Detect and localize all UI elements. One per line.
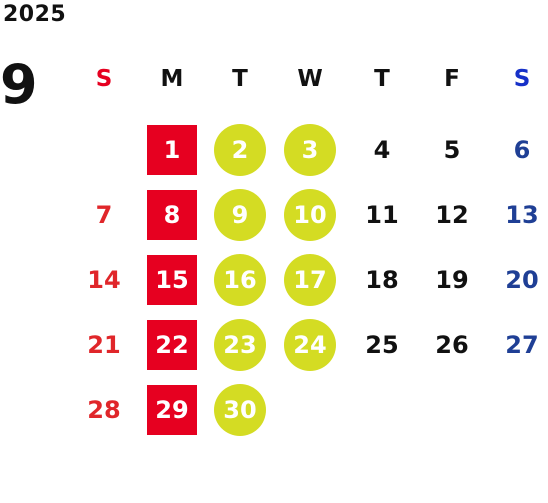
- day-cell-1[interactable]: 1: [147, 125, 197, 175]
- day-cell-21[interactable]: 21: [87, 331, 121, 359]
- day-cell-20[interactable]: 20: [505, 266, 539, 294]
- day-cell-13[interactable]: 13: [505, 201, 539, 229]
- day-cell-26[interactable]: 26: [435, 331, 469, 359]
- day-cell-30[interactable]: 30: [214, 384, 266, 436]
- month-number: 9: [0, 53, 38, 116]
- weekday-header-sat: S: [513, 66, 531, 92]
- day-cell-28[interactable]: 28: [87, 396, 121, 424]
- day-cell-18[interactable]: 18: [365, 266, 399, 294]
- day-cell-7[interactable]: 7: [95, 201, 113, 229]
- day-cell-17[interactable]: 17: [284, 254, 336, 306]
- weekday-header-mon: M: [160, 66, 184, 92]
- day-cell-29[interactable]: 29: [147, 385, 197, 435]
- weekday-header-fri: F: [444, 66, 460, 92]
- day-cell-3[interactable]: 3: [284, 124, 336, 176]
- day-cell-5[interactable]: 5: [443, 136, 461, 164]
- day-cell-14[interactable]: 14: [87, 266, 121, 294]
- day-cell-15[interactable]: 15: [147, 255, 197, 305]
- day-cell-10[interactable]: 10: [284, 189, 336, 241]
- weekday-header-tue: T: [232, 66, 248, 92]
- day-cell-27[interactable]: 27: [505, 331, 539, 359]
- day-cell-19[interactable]: 19: [435, 266, 469, 294]
- day-cell-6[interactable]: 6: [513, 136, 531, 164]
- day-cell-2[interactable]: 2: [214, 124, 266, 176]
- day-cell-8[interactable]: 8: [147, 190, 197, 240]
- weekday-header-thu: T: [374, 66, 390, 92]
- day-cell-16[interactable]: 16: [214, 254, 266, 306]
- weekday-header-wed: W: [297, 66, 323, 92]
- year-label: 2025: [3, 2, 67, 27]
- day-cell-12[interactable]: 12: [435, 201, 469, 229]
- day-cell-11[interactable]: 11: [365, 201, 399, 229]
- day-cell-22[interactable]: 22: [147, 320, 197, 370]
- day-cell-4[interactable]: 4: [373, 136, 391, 164]
- weekday-header-sun: S: [95, 66, 113, 92]
- day-cell-24[interactable]: 24: [284, 319, 336, 371]
- day-cell-9[interactable]: 9: [214, 189, 266, 241]
- day-cell-23[interactable]: 23: [214, 319, 266, 371]
- day-cell-25[interactable]: 25: [365, 331, 399, 359]
